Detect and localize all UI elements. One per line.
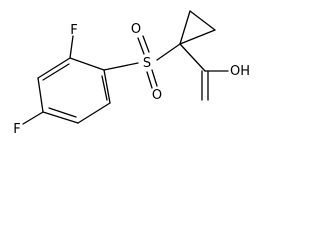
bond-c-carboxyl xyxy=(179,43,206,72)
atom-label-oxygen-top: O xyxy=(131,22,141,37)
bond-c-f-ortho xyxy=(69,35,74,59)
bond-c-s xyxy=(103,62,139,71)
ring-double-bond-a xyxy=(101,75,108,101)
atom-label-sulfur: S xyxy=(143,56,151,71)
atom-labels: F F S O O OH xyxy=(13,22,250,137)
bond-c-f-para xyxy=(22,111,44,125)
ring-double-bond-b xyxy=(48,107,77,118)
bond-s-c-quaternary xyxy=(156,43,181,61)
cyclopropane-bond-3 xyxy=(179,29,216,45)
cyclopropane-bond-2 xyxy=(189,10,216,31)
atom-label-fluorine-para: F xyxy=(13,122,20,137)
ring-bond-4-5 xyxy=(42,111,79,124)
bonds xyxy=(22,10,229,125)
ring-bond-1-2 xyxy=(69,57,105,71)
bond-s-o-top-1 xyxy=(137,37,145,55)
ring-bond-6-1 xyxy=(37,57,71,79)
atom-label-hydroxyl: OH xyxy=(230,64,250,79)
cyclopropane-bond-1 xyxy=(179,10,191,45)
ring-bond-2-3 xyxy=(103,69,111,104)
bond-s-o-bottom-2 xyxy=(151,69,158,87)
ring-double-bond-c xyxy=(42,63,70,81)
atom-label-oxygen-bottom: O xyxy=(152,88,162,103)
chemical-structure: F F S O O OH xyxy=(13,10,250,137)
atom-label-fluorine-ortho: F xyxy=(70,23,77,38)
ring-bond-3-4 xyxy=(77,102,111,124)
ring-bond-5-6 xyxy=(37,77,44,113)
bond-s-o-top-2 xyxy=(142,35,150,53)
bond-s-o-bottom-1 xyxy=(146,71,153,89)
